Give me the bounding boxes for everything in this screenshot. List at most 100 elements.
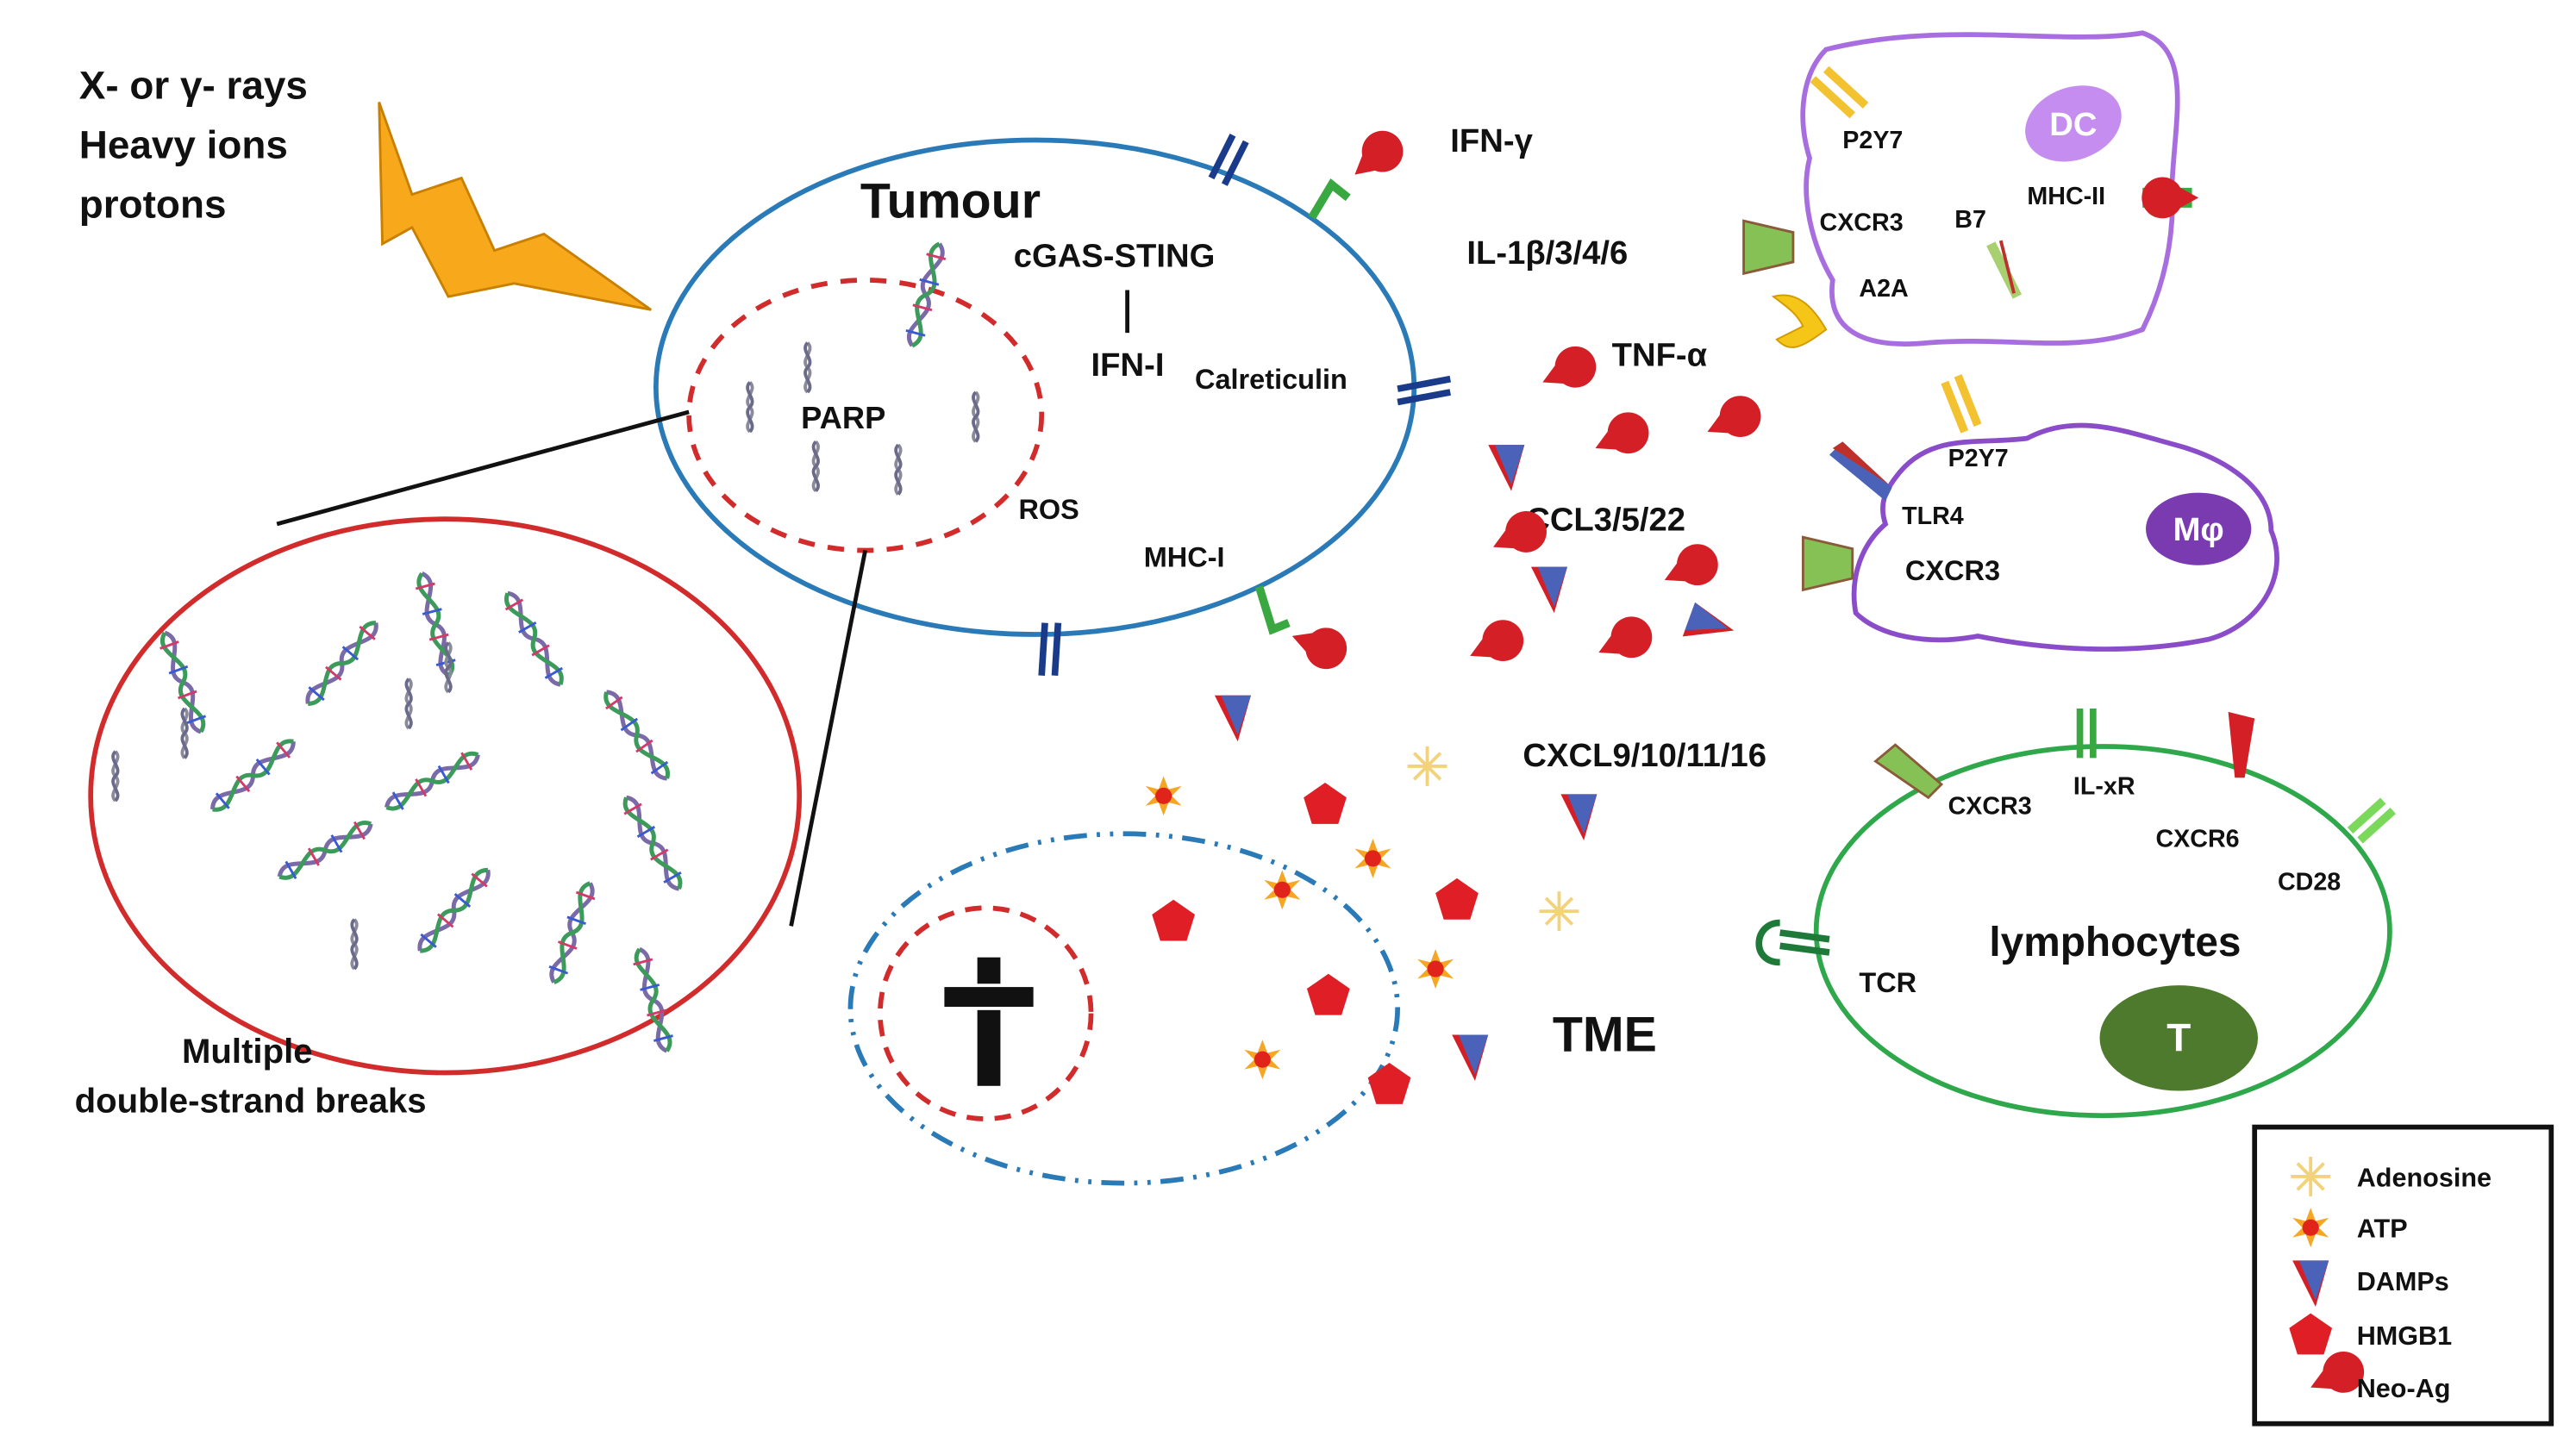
hmgb1-icon — [1435, 877, 1479, 920]
legend: Adenosine ATP DAMPs HMGB1 Neo-Ag — [2252, 1124, 2554, 1427]
dc-b7-label: B7 — [1954, 206, 1986, 234]
radiation-label-3: protons — [79, 181, 227, 226]
lymphocytes-label: lymphocytes — [1989, 920, 2241, 965]
mf-p2y7-receptor-icon — [1941, 374, 1982, 434]
damps-icon — [1682, 602, 1739, 653]
dc-nucleus — [2025, 85, 2122, 162]
tumour-receptor-icon — [1208, 134, 1249, 186]
dc-a2a-receptor-icon — [1771, 294, 1828, 348]
tumour-receptor-icon — [1038, 622, 1062, 677]
adenosine-icon — [1537, 890, 1581, 934]
hmgb1-icon — [1304, 783, 1347, 824]
damps-icon — [1488, 445, 1525, 491]
atp-icon — [1145, 776, 1182, 816]
legend-label: ATP — [2357, 1215, 2408, 1244]
neo-ag-icon — [1698, 389, 1768, 451]
neo-ag-icon — [1534, 340, 1604, 402]
cross-icon — [941, 953, 1037, 1090]
lym-cd28-receptor-icon — [2347, 797, 2396, 844]
dying-cell — [847, 831, 1400, 1186]
atp-icon — [1354, 839, 1391, 878]
dc-b7-receptor-icon — [1986, 240, 2023, 299]
macrophage-nucleus — [2146, 492, 2252, 565]
dc-mhc-ii-label: MHC-II — [2027, 183, 2105, 210]
cxcl-label: CXCL9/10/11/16 — [1522, 737, 1766, 774]
parp-label: PARP — [801, 400, 885, 435]
dna-fragment-icon — [803, 340, 812, 394]
legend-label: DAMPs — [2357, 1267, 2449, 1296]
adenosine-icon — [1405, 745, 1449, 788]
mf-cxcr3-label: CXCR3 — [1905, 555, 2000, 586]
damps-icon — [1530, 566, 1568, 614]
dc-mhc-ii-receptor-icon — [2141, 177, 2199, 219]
dna-fragment-icon — [972, 390, 980, 444]
radiation-label-2: Heavy ions — [79, 122, 288, 167]
dc-p2y7-receptor-icon — [1810, 66, 1869, 119]
damps-icon — [1560, 794, 1597, 840]
t-cell-nucleus — [2099, 985, 2259, 1091]
ccl-label: CCL3/5/22 — [1526, 502, 1685, 539]
dna-fragment-icon — [811, 440, 820, 493]
zoom-line-bottom — [789, 550, 868, 927]
neo-ag-icon — [1655, 537, 1725, 599]
tnf-alpha-label: TNF-α — [1612, 336, 1708, 373]
legend-label: Neo-Ag — [2357, 1374, 2451, 1403]
mhc-i-bottom-icon — [1254, 585, 1353, 675]
ifn-i-label: IFN-I — [1091, 347, 1165, 384]
hmgb1-icon — [1152, 899, 1195, 941]
mf-p2y7-label: P2Y7 — [1948, 445, 2009, 472]
dc-cxcr3-receptor-icon — [1742, 219, 1795, 275]
dna-fragment-icon — [746, 380, 754, 434]
damps-icon — [1214, 695, 1251, 742]
dying-nucleus — [877, 905, 1094, 1121]
tme-label: TME — [1553, 1008, 1657, 1063]
calreticulin-label: Calreticulin — [1195, 364, 1347, 395]
mf-tlr4-label: TLR4 — [1902, 503, 1964, 530]
lym-cxcr3-label: CXCR3 — [1948, 792, 2032, 820]
zoom-caption-1: Multiple — [182, 1032, 313, 1071]
t-cell-label: T — [2166, 1015, 2191, 1060]
damps-icon — [1452, 1034, 1489, 1082]
lymphocyte-cell — [1813, 744, 2392, 1119]
dendritic-cell — [1800, 30, 2180, 347]
hmgb1-icon — [1367, 1063, 1411, 1104]
legend-label: Adenosine — [2357, 1163, 2492, 1192]
dc-cxcr3-label: CXCR3 — [1820, 209, 1904, 237]
macrophage-cell — [1851, 422, 2279, 652]
zoom-line-top — [276, 409, 690, 527]
dc-label: DC — [2049, 106, 2097, 143]
atp-icon — [1244, 1040, 1281, 1080]
legend-label: HMGB1 — [2357, 1321, 2452, 1351]
neo-ag-icon — [1461, 613, 1531, 675]
neo-ag-icon — [1590, 609, 1660, 671]
macrophage-label: Mφ — [2173, 511, 2224, 548]
lym-cxcr6-receptor-icon — [2228, 711, 2255, 778]
zoom-caption-2: double-strand breaks — [75, 1081, 427, 1120]
tumour-title: Tumour — [860, 173, 1041, 228]
lym-il-xr-receptor-icon — [2076, 709, 2097, 759]
mf-tlr4-receptor-icon — [1829, 441, 1892, 502]
atp-icon — [1417, 949, 1454, 989]
mf-cxcr3-receptor-icon — [1801, 535, 1854, 591]
mhc-i-top-icon — [1308, 122, 1412, 220]
mhc-i-label: MHC-I — [1144, 542, 1225, 573]
dna-fragment-icon — [894, 443, 903, 496]
lym-tcr-label: TCR — [1859, 967, 1916, 998]
hmgb1-icon — [1306, 973, 1350, 1015]
lym-tcr-receptor-icon — [1755, 919, 1830, 966]
atp-icon — [1264, 870, 1301, 910]
lym-cd28-label: CD28 — [2278, 868, 2341, 896]
cgas-sting-label: cGAS-STING — [1014, 238, 1216, 275]
il-1-label: IL-1β/3/4/6 — [1466, 234, 1628, 272]
ros-label: ROS — [1018, 494, 1079, 525]
zoomed-nucleus — [88, 516, 803, 1076]
radiation-lightning-icon — [378, 102, 652, 311]
dc-p2y7-label: P2Y7 — [1842, 127, 1903, 154]
tumour-receptor-icon — [1397, 375, 1452, 406]
ifn-gamma-label: IFN-γ — [1450, 122, 1533, 159]
radiation-label-1: X- or γ- rays — [79, 63, 308, 108]
dc-a2a-label: A2A — [1859, 275, 1908, 303]
lym-cxcr3-receptor-icon — [1873, 743, 1944, 800]
lym-cxcr6-label: CXCR6 — [2155, 826, 2239, 853]
